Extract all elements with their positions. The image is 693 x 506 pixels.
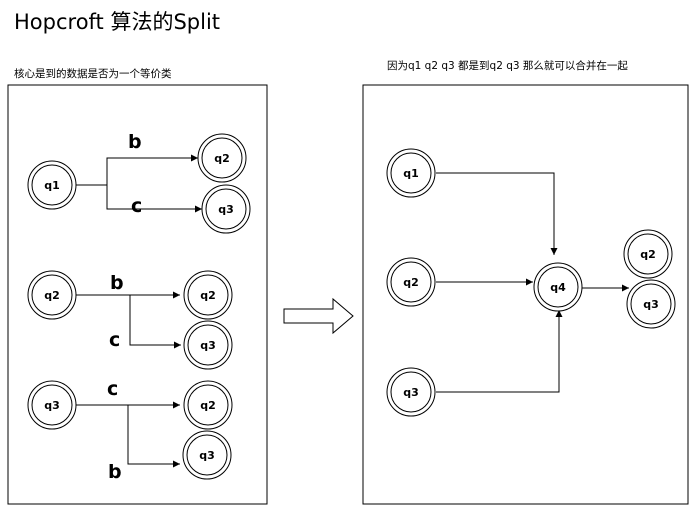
left-panel <box>7 84 268 505</box>
state-label: q3 <box>403 386 419 399</box>
edge-label-c: c <box>109 329 120 351</box>
state-label: q2 <box>214 152 230 165</box>
state-q2: q2 <box>183 270 233 320</box>
state-q3: q3 <box>27 380 77 430</box>
group-q2: b c q2 q2 q3 <box>27 270 233 370</box>
edge-q1-q4 <box>436 172 558 255</box>
state-label: q3 <box>44 399 60 412</box>
edge-label-c: c <box>107 378 118 400</box>
right-panel-note: 因为q1 q2 q3 都是到q2 q3 那么就可以合并在一起 <box>387 60 628 72</box>
state-q2: q2 <box>623 229 673 279</box>
state-label: q1 <box>44 179 60 192</box>
group-q1: b c q1 q2 q3 <box>27 131 251 234</box>
state-q1: q1 <box>27 160 77 210</box>
edge-q1-c <box>106 185 202 213</box>
state-q3: q3 <box>626 279 676 329</box>
state-label: q3 <box>218 203 234 216</box>
state-label: q2 <box>640 248 656 261</box>
state-q2: q2 <box>183 380 233 430</box>
edge-q3-b <box>127 405 180 468</box>
merged-graph: q1 q2 q3 q4 q2 q3 <box>386 148 676 417</box>
group-q3: c b q3 q2 q3 <box>27 378 233 483</box>
edge-label-b: b <box>110 272 124 294</box>
state-label: q2 <box>200 289 216 302</box>
state-label: q2 <box>200 399 216 412</box>
state-q3: q3 <box>201 184 251 234</box>
state-label: q2 <box>44 289 60 302</box>
state-q2: q2 <box>27 270 77 320</box>
edge-q1-b <box>76 154 198 186</box>
transform-arrow <box>283 297 354 335</box>
state-label: q3 <box>643 298 659 311</box>
left-panel-note: 核心是到的数据是否为一个等价类 <box>14 68 172 80</box>
state-q3: q3 <box>183 320 233 370</box>
edge-label-c: c <box>131 195 142 217</box>
state-label: q2 <box>403 276 419 289</box>
edge-q3-q4 <box>436 310 563 393</box>
state-label: q3 <box>199 449 215 462</box>
state-q3: q3 <box>182 430 232 480</box>
state-label: q1 <box>403 167 419 180</box>
state-label: q4 <box>550 281 566 294</box>
state-q2: q2 <box>386 257 436 307</box>
edge-label-b: b <box>128 131 142 153</box>
state-q1: q1 <box>386 148 436 198</box>
edge-q2-c <box>129 295 181 349</box>
state-q4: q4 <box>533 262 583 312</box>
state-q2: q2 <box>197 133 247 183</box>
right-panel <box>362 84 689 505</box>
state-label: q3 <box>200 339 216 352</box>
edge-label-b: b <box>108 461 122 483</box>
diagram-title: Hopcroft 算法的Split <box>14 10 221 34</box>
state-q3: q3 <box>386 367 436 417</box>
